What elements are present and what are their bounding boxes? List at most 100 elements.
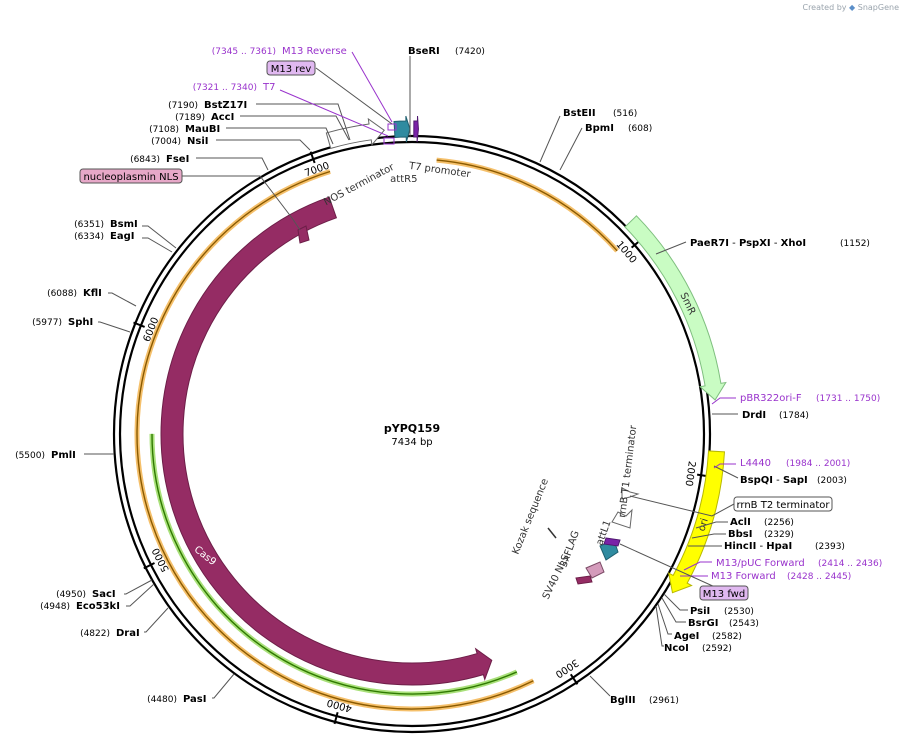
l4440-pos: (1984 .. 2001) [786, 459, 850, 469]
fsei-label[interactable]: FseI [166, 154, 189, 165]
snapgene-text: SnapGene [857, 3, 899, 12]
eagi-pos: (6334) [74, 232, 104, 242]
bsrgi-pos: (2543) [729, 619, 759, 629]
psii-line [663, 593, 688, 611]
rrnb-t2-terminator-box-label: rrnB T2 terminator [736, 500, 830, 511]
m13-rev-box[interactable] [266, 60, 316, 76]
t7-label[interactable]: T7 [262, 82, 275, 93]
bsrgi-line [661, 597, 686, 623]
bspqi-pos: (2003) [817, 476, 847, 486]
feature-label-attr5: attR5 [390, 174, 417, 185]
bsmi-label[interactable]: BsmI [110, 219, 138, 230]
pasi-line [212, 673, 235, 699]
pasi-label[interactable]: PasI [183, 694, 206, 705]
bsmi-pos: (6351) [74, 220, 104, 230]
l4440-label[interactable]: L4440 [740, 458, 771, 469]
kfli-pos: (6088) [47, 289, 77, 299]
feature-cas9[interactable] [160, 196, 493, 686]
snapgene-watermark: Created by ◆ SnapGene [802, 3, 899, 12]
highlight-layer [134, 157, 619, 712]
pmli-label[interactable]: PmlI [51, 450, 76, 461]
tick-7000 [309, 151, 316, 164]
tick-4000 [333, 711, 339, 725]
t7-primer-mark [383, 137, 395, 145]
bglii-pos: (2961) [649, 696, 679, 706]
sphi-label[interactable]: SphI [68, 317, 93, 328]
3xflag-feature [585, 561, 605, 579]
agei-label[interactable]: AgeI [674, 631, 699, 642]
bseri-pos: (7420) [455, 47, 485, 57]
m13-fwd-box[interactable] [699, 585, 749, 601]
highlight-orange-left-line [136, 170, 534, 710]
drai-label[interactable]: DraI [116, 628, 140, 639]
maubi-label[interactable]: MauBI [185, 124, 220, 135]
acli-label[interactable]: AclI [730, 517, 751, 528]
fsei-line [196, 157, 269, 171]
nucleoplasmin-nls-box[interactable] [79, 168, 183, 184]
bstz17i-line [256, 103, 351, 141]
saci-label[interactable]: SacI [92, 589, 116, 600]
bglii-label[interactable]: BglII [610, 695, 636, 706]
feature-SmR[interactable] [624, 215, 727, 401]
m13-reverse-line [351, 51, 393, 123]
paer7i-line [655, 241, 687, 255]
eco53ki-label[interactable]: Eco53kI [76, 601, 120, 612]
nucleoplasmin-nls-line-b [182, 175, 293, 219]
acci-label[interactable]: AccI [211, 112, 234, 123]
highlight-orange-top-line [436, 159, 618, 252]
rrnb-t2-arrow [611, 508, 633, 529]
hincii-label[interactable]: HincII - HpaI [724, 541, 792, 552]
rrnb-t2-terminator-box[interactable] [733, 496, 833, 512]
highlight-green-outer-line [151, 433, 518, 695]
bsrgi-label[interactable]: BsrGI [688, 618, 718, 629]
psii-label[interactable]: PsiI [690, 606, 710, 617]
primer-labels: (7345 .. 7361) M13 Reverse (7321 .. 7340… [193, 46, 883, 582]
kfli-label[interactable]: KflI [83, 288, 102, 299]
ncoi-label[interactable]: NcoI [664, 643, 689, 654]
kozak-label: Kozak sequence [511, 477, 551, 556]
feature-label-ori: ori [696, 517, 710, 533]
bstz17i-label[interactable]: BstZ17I [204, 100, 247, 111]
sv40-nls-feature [575, 575, 593, 585]
bseri-label[interactable]: BseRI [408, 46, 440, 57]
kozak-mark [547, 527, 557, 539]
m13-rev-box-label: M13 rev [271, 64, 312, 75]
m13-rev-box-line [315, 67, 393, 125]
bstz17i-pos: (7190) [168, 101, 198, 111]
bspqi-line [713, 465, 739, 479]
feature-ori[interactable] [668, 450, 726, 594]
hincii-pos: (2393) [815, 542, 845, 552]
feature-t7-promoter[interactable] [413, 116, 419, 143]
t7-line [279, 89, 389, 137]
pbr322ori-f-label[interactable]: pBR322ori-F [740, 393, 802, 404]
feature-attr5[interactable] [393, 115, 411, 143]
nsii-label[interactable]: NsiI [187, 136, 208, 147]
bspqi-label[interactable]: BspQI - SapI [740, 475, 808, 486]
drdi-label[interactable]: DrdI [742, 410, 766, 421]
acci-line [240, 115, 350, 141]
bbsi-label[interactable]: BbsI [728, 529, 752, 540]
m13-reverse-label[interactable]: M13 Reverse [282, 46, 347, 57]
acci-pos: (7189) [175, 113, 205, 123]
acli-line [695, 521, 728, 529]
eco53ki-line [126, 583, 155, 607]
paer7i-pos: (1152) [840, 239, 870, 249]
bsteii-line [539, 115, 561, 163]
m13-forward-label[interactable]: M13 Forward [711, 571, 776, 582]
paer7i-label[interactable]: PaeR7I - PspXI - XhoI [690, 238, 806, 249]
maubi-pos: (7108) [149, 125, 179, 135]
fsei-pos: (6843) [130, 155, 160, 165]
bpmi-label[interactable]: BpmI [585, 123, 614, 134]
drdi-pos: (1784) [779, 411, 809, 421]
saci-line [124, 579, 153, 595]
boxed-labels: M13 rev nucleoplasmin NLS rrnB T2 termin… [79, 60, 833, 601]
tick-5000 [143, 562, 155, 570]
l4440-line [713, 463, 736, 469]
m13-puc-forward-label[interactable]: M13/pUC Forward [716, 558, 805, 569]
bsteii-label[interactable]: BstEII [563, 108, 596, 119]
pbr322ori-f-pos: (1731 .. 1750) [816, 394, 880, 404]
eagi-label[interactable]: EagI [110, 231, 134, 242]
tick-label-1000: 1000 [613, 239, 638, 266]
